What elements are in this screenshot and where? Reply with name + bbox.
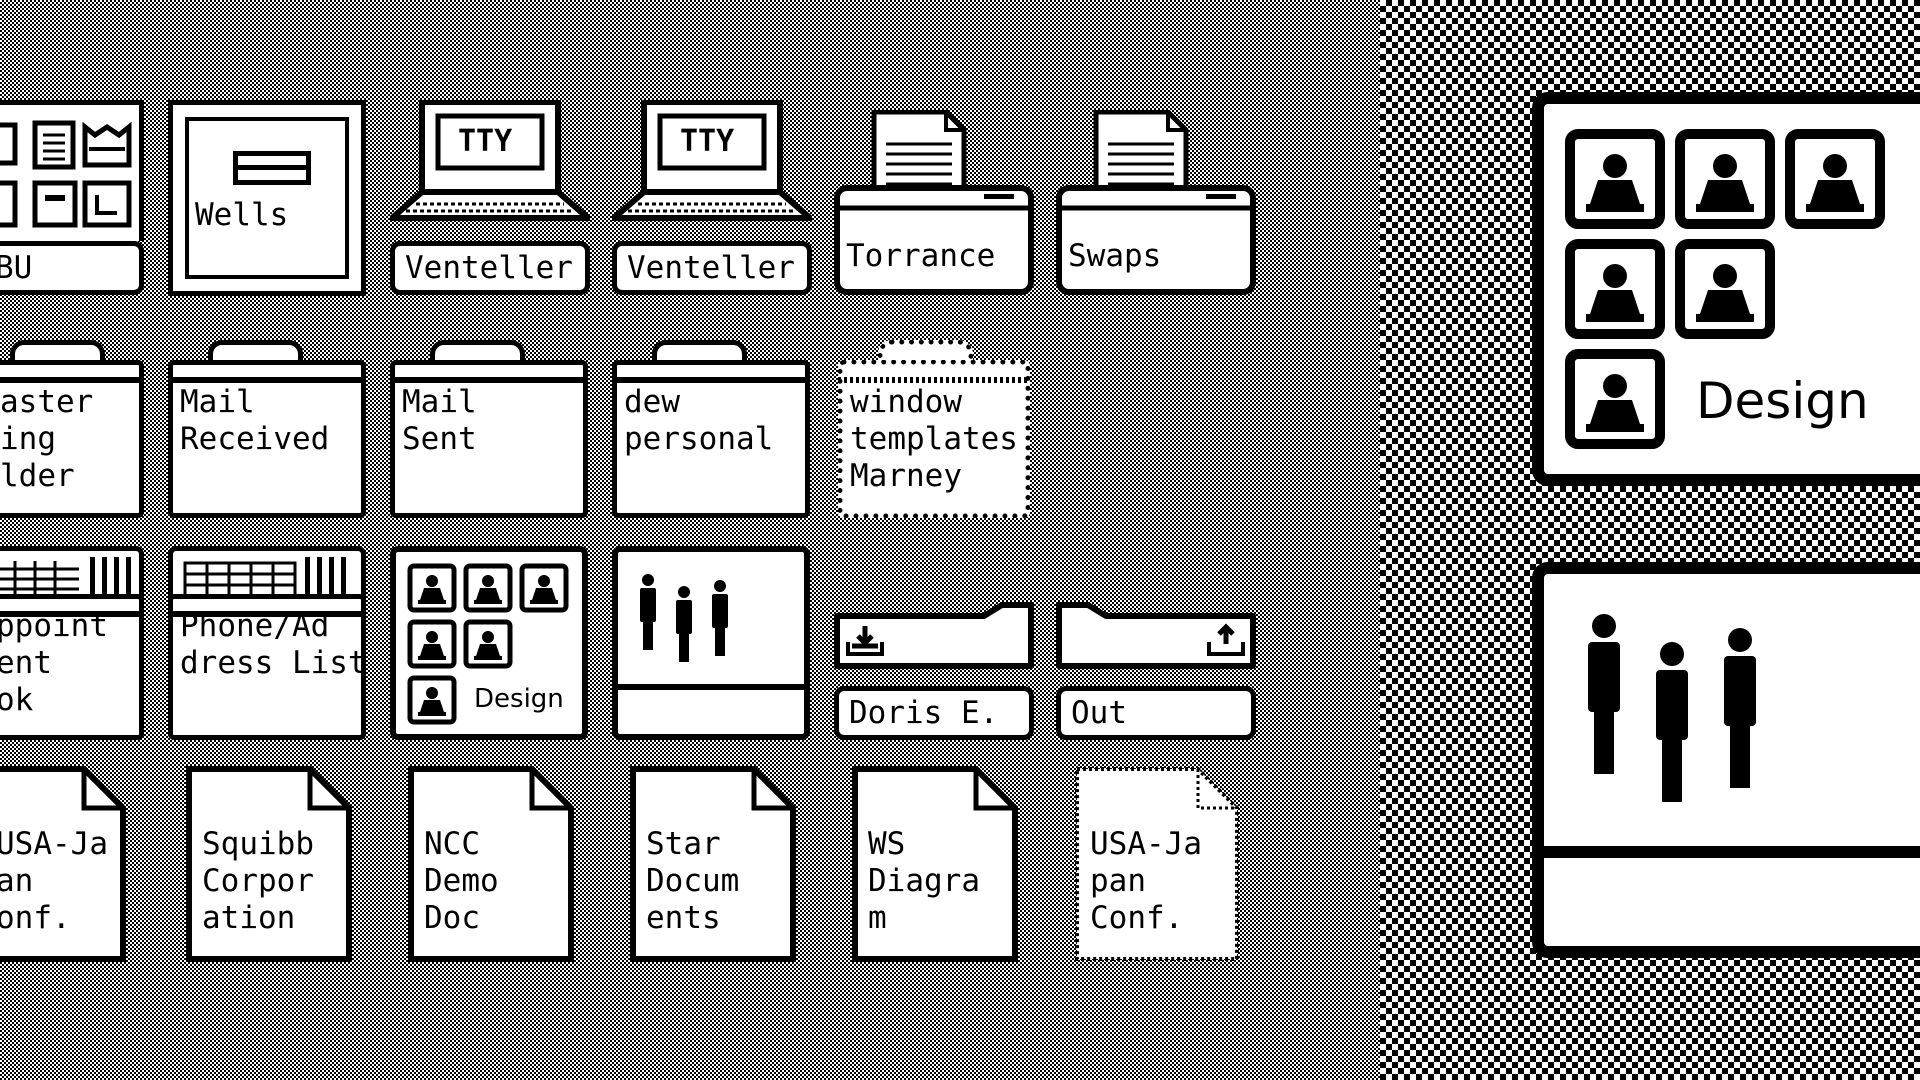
- torrance-printer-icon[interactable]: Torrance: [834, 110, 1034, 295]
- folder-body: [168, 360, 366, 518]
- mail-received-label: Mail Received: [180, 384, 330, 457]
- record-body: [168, 594, 366, 740]
- doris-label: Doris E.: [834, 686, 1034, 740]
- mail-received-folder-icon[interactable]: Mail Received: [168, 332, 366, 518]
- people-group-icon[interactable]: [612, 546, 810, 740]
- ws-diagram-doc-icon[interactable]: WS Diagra m: [852, 766, 1018, 962]
- swaps-printer-icon[interactable]: Swaps: [1056, 110, 1256, 295]
- printer-icon: [834, 110, 1034, 295]
- ruled-grid-icon: [0, 557, 131, 599]
- venteller-label-1: Venteller: [390, 241, 590, 295]
- usa-japan-conf-label-2: USA-Ja pan Conf.: [1090, 826, 1202, 936]
- squibb-corporation-label: Squibb Corpor ation: [202, 826, 314, 936]
- slot-icon: [233, 151, 311, 185]
- three-people-icon: [640, 574, 728, 662]
- out-basket-icon[interactable]: Out: [1056, 602, 1256, 740]
- venteller-label-2: Venteller: [612, 241, 812, 295]
- ncc-demo-doc-label: NCC Demo Doc: [424, 826, 499, 936]
- torrance-label: Torrance: [846, 238, 996, 274]
- folder-body: [838, 360, 1030, 518]
- tty-screen-text: TTY: [680, 124, 735, 159]
- design-label-small: Design: [474, 684, 564, 714]
- document-icon: [0, 766, 126, 962]
- tty-screen-text: TTY: [458, 124, 513, 159]
- tty-terminal-icon: [390, 100, 590, 221]
- inbasket-tray-icon: [834, 602, 1034, 669]
- people-group-zoom-icon[interactable]: [1532, 562, 1920, 958]
- wells-label: Wells: [195, 197, 289, 233]
- mail-sent-folder-icon[interactable]: Mail Sent: [390, 332, 588, 518]
- squibb-corporation-doc-icon[interactable]: Squibb Corpor ation: [186, 766, 352, 962]
- window-templates-label: window templates Marney: [850, 384, 1018, 494]
- folder-body: [612, 360, 810, 518]
- appointment-book-icon[interactable]: ppoint ent ok: [0, 546, 144, 740]
- design-label-large: Design: [1696, 372, 1869, 430]
- grid-tiles-icon: [0, 120, 132, 228]
- three-people-large-icon: [1588, 614, 1756, 802]
- printer-icon: [1056, 110, 1256, 295]
- star-documents-doc-icon[interactable]: Star Docum ents: [630, 766, 796, 962]
- appointment-book-label: ppoint ent ok: [0, 608, 108, 718]
- wells-mailbox-icon[interactable]: Wells: [168, 100, 366, 296]
- design-user-group-icon[interactable]: Design: [390, 546, 588, 740]
- document-icon: [852, 766, 1018, 962]
- design-group-zoom-icon[interactable]: Design: [1532, 92, 1920, 486]
- window-templates-folder-icon[interactable]: window templates Marney: [838, 332, 1030, 518]
- doris-inbasket-icon[interactable]: Doris E.: [834, 602, 1034, 740]
- zoomed-icon-pane: Design: [1380, 0, 1920, 1080]
- out-label: Out: [1056, 686, 1256, 740]
- outbasket-tray-icon: [1056, 602, 1256, 669]
- swaps-label: Swaps: [1068, 238, 1162, 274]
- phone-address-label: Phone/Ad dress List: [180, 608, 367, 681]
- venteller-terminal-2-icon[interactable]: TTY Venteller: [612, 100, 812, 295]
- dew-personal-label: dew personal: [624, 384, 774, 457]
- document-icon: [408, 766, 574, 962]
- document-icon: [186, 766, 352, 962]
- bu-drawer-icon[interactable]: BU: [0, 100, 144, 295]
- ncc-demo-doc-icon[interactable]: NCC Demo Doc: [408, 766, 574, 962]
- usa-japan-conf-doc-icon-2[interactable]: USA-Ja pan Conf.: [1074, 766, 1240, 962]
- ruled-grid-icon: [183, 557, 346, 599]
- bu-label: BU: [0, 241, 144, 295]
- tty-terminal-icon: [612, 100, 812, 221]
- record-body: [0, 594, 144, 740]
- venteller-terminal-1-icon[interactable]: TTY Venteller: [390, 100, 590, 295]
- usa-japan-conf-doc-icon-1[interactable]: USA-Ja an onf.: [0, 766, 126, 962]
- folder-body: [0, 360, 144, 518]
- star-documents-label: Star Docum ents: [646, 826, 740, 936]
- folder-body: [390, 360, 588, 518]
- document-icon: [630, 766, 796, 962]
- document-icon: [1075, 767, 1239, 961]
- master-folder-icon[interactable]: aster ing lder: [0, 332, 144, 518]
- master-folder-label: aster ing lder: [0, 384, 94, 494]
- dew-personal-folder-icon[interactable]: dew personal: [612, 332, 810, 518]
- ws-diagram-label: WS Diagra m: [868, 826, 980, 936]
- phone-address-list-icon[interactable]: Phone/Ad dress List: [168, 546, 367, 740]
- usa-japan-conf-label-1: USA-Ja an onf.: [0, 826, 108, 936]
- mail-sent-label: Mail Sent: [402, 384, 477, 457]
